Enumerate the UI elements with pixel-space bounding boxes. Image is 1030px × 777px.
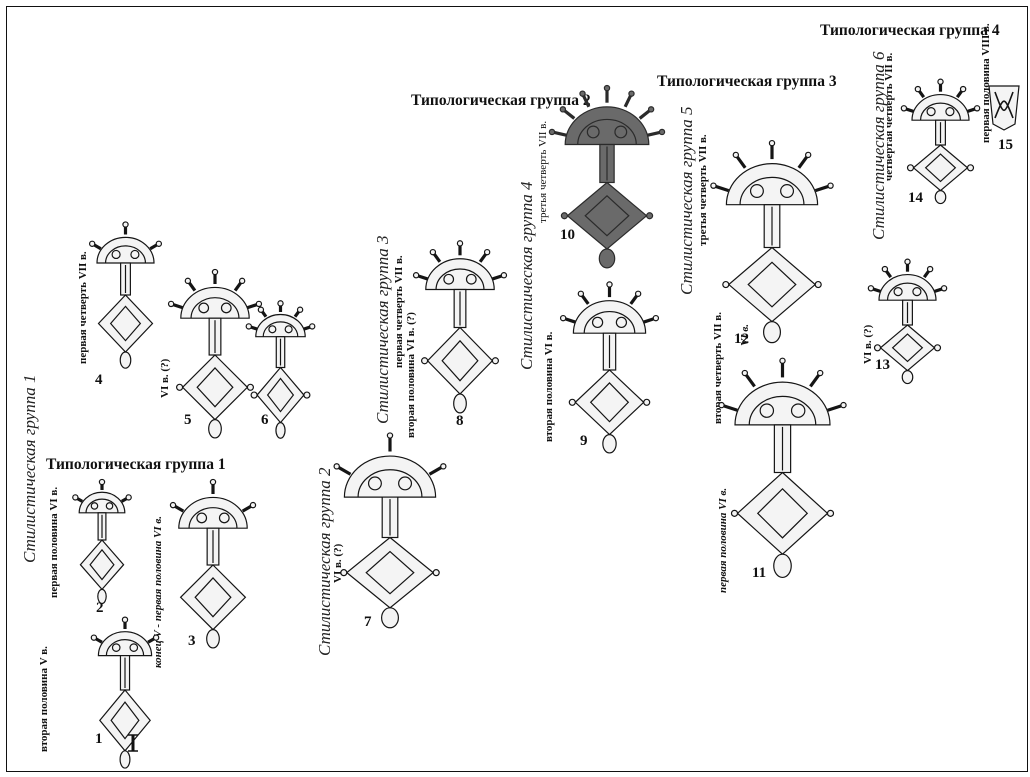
item-number-7: 7 xyxy=(364,614,372,630)
brooch-drawing-3 xyxy=(168,478,258,650)
brooch-drawing-4 xyxy=(88,220,163,370)
brooch-drawing-2 xyxy=(72,475,132,605)
brooch-drawing-1 xyxy=(90,610,160,770)
item-number-3: 3 xyxy=(188,633,196,649)
plate-frame xyxy=(6,6,1028,772)
stylistic-group-1-label: Стилистическая группа 1 xyxy=(20,374,39,563)
item-number-6: 6 xyxy=(261,412,269,428)
brooch-drawing-6 xyxy=(245,295,316,440)
item-number-9: 9 xyxy=(580,433,588,449)
item-number-14: 14 xyxy=(908,190,923,206)
item-number-13: 13 xyxy=(875,357,890,373)
brooch-drawing-9 xyxy=(559,281,660,455)
brooch-drawing-13 xyxy=(867,258,948,385)
date-item-14: четвертая четверть VII в. xyxy=(883,52,895,181)
brooch-drawing-5 xyxy=(167,268,263,440)
item-number-12: 12 xyxy=(734,331,749,347)
item-number-15: 15 xyxy=(998,137,1013,153)
brooch-drawing-11 xyxy=(718,357,847,580)
item-number-11: 11 xyxy=(752,565,767,581)
brooch-drawing-7 xyxy=(330,432,450,630)
item-number-2: 2 xyxy=(96,600,104,616)
typological-group-2-label: Типологическая группа 2 xyxy=(411,92,591,109)
typological-group-3-label: Типологическая группа 3 xyxy=(657,73,837,90)
stylistic-group-5-label: Стилистическая группа 5 xyxy=(677,106,696,295)
typological-group-1-label: Типологическая группа 1 xyxy=(46,456,226,473)
brooch-drawing-12 xyxy=(710,139,834,345)
scale-bar xyxy=(128,734,138,752)
date-item-10: третья четверть VII в. xyxy=(537,120,549,223)
brooch-drawing-15 xyxy=(985,80,1023,132)
item-number-8: 8 xyxy=(456,413,464,429)
date-group3-first-quarter: первая четверть VII в. xyxy=(393,255,405,368)
brooch-drawing-10 xyxy=(548,84,666,270)
date-item-1: вторая половина V в. xyxy=(38,646,50,752)
stylistic-group-4-label: Стилистическая группа 4 xyxy=(517,181,536,370)
item-number-1: 1 xyxy=(95,731,103,747)
date-group5-third-quarter: третья четверть VII в. xyxy=(697,134,709,246)
item-number-10: 10 xyxy=(560,227,575,243)
typological-group-4-label: Типологическая группа 4 xyxy=(820,22,1000,39)
item-number-5: 5 xyxy=(184,412,192,428)
item-number-4: 4 xyxy=(95,372,103,388)
date-item-2: первая половина VI в. xyxy=(48,486,60,598)
date-item-9: вторая половина VI в. xyxy=(543,331,555,442)
stylistic-group-3-label: Стилистическая группа 3 xyxy=(373,235,392,424)
brooch-drawing-8 xyxy=(412,240,508,415)
brooch-drawing-14 xyxy=(900,78,981,205)
